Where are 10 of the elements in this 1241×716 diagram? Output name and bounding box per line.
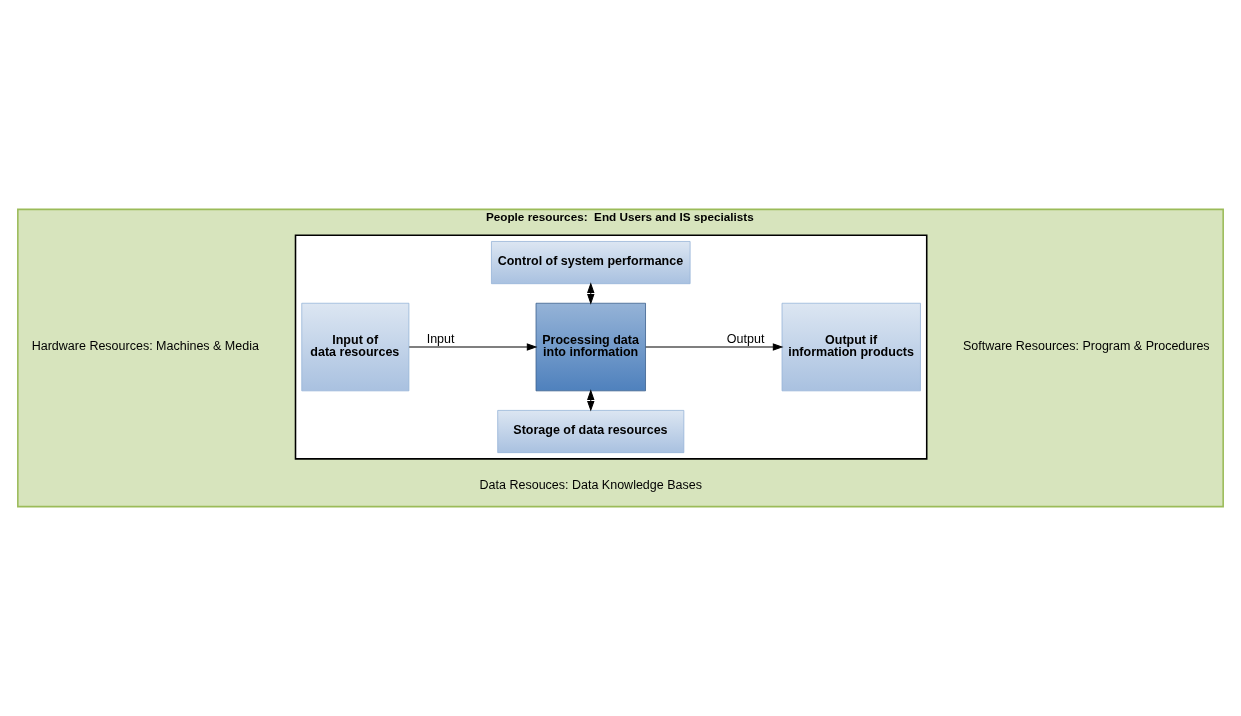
edge-label: Output (726, 331, 765, 346)
cluster (294, 234, 928, 460)
arrow (645, 343, 784, 351)
arrow (408, 343, 538, 351)
node-box: Input of data resources (301, 302, 410, 392)
node-box: Control of system performance (491, 241, 691, 285)
edge-label: Input (426, 331, 455, 346)
node-box: Processing data into information (535, 302, 646, 392)
node-box: Output if information products (781, 302, 921, 392)
node-box: Storage of data resources (497, 410, 685, 454)
